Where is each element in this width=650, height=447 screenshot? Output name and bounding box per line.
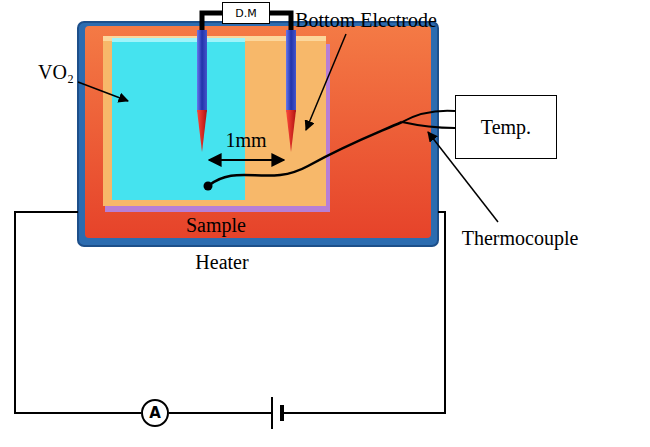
- node-text: D.M: [235, 7, 256, 20]
- thermocouple-wire: [208, 122, 402, 186]
- node-text: A: [149, 404, 161, 422]
- vo2-label: VO₂: [38, 61, 74, 84]
- probe-tip: [286, 110, 296, 152]
- probe-rod: [286, 30, 296, 112]
- leader-line: [78, 82, 128, 101]
- battery-plate: [271, 397, 273, 429]
- probe-tip: [197, 110, 207, 152]
- vo2-film: [112, 38, 245, 200]
- dimension-arrow: [209, 159, 284, 161]
- temperature-box: Temp.: [455, 95, 557, 159]
- ammeter-symbol: A: [141, 399, 169, 427]
- heater-top: [85, 26, 431, 238]
- thermocouple-wire: [402, 111, 455, 128]
- circuit-wire: [15, 212, 445, 413]
- thermocouple-junction: [204, 182, 213, 191]
- sample-label: Sample: [186, 214, 246, 237]
- node-text: Temp.: [481, 116, 531, 139]
- leader-line: [306, 34, 346, 130]
- vo2-edge: [112, 38, 245, 42]
- probe-rod: [197, 30, 207, 112]
- heater-label: Heater: [195, 251, 248, 274]
- battery-plate: [280, 405, 284, 421]
- meter-box: D.M: [222, 2, 270, 24]
- electrode-label: Bottom Electrode: [295, 9, 437, 32]
- thermocouple-label: Thermocouple: [462, 227, 579, 250]
- heater-base: [78, 22, 438, 246]
- dimension-label: 1mm: [225, 129, 266, 152]
